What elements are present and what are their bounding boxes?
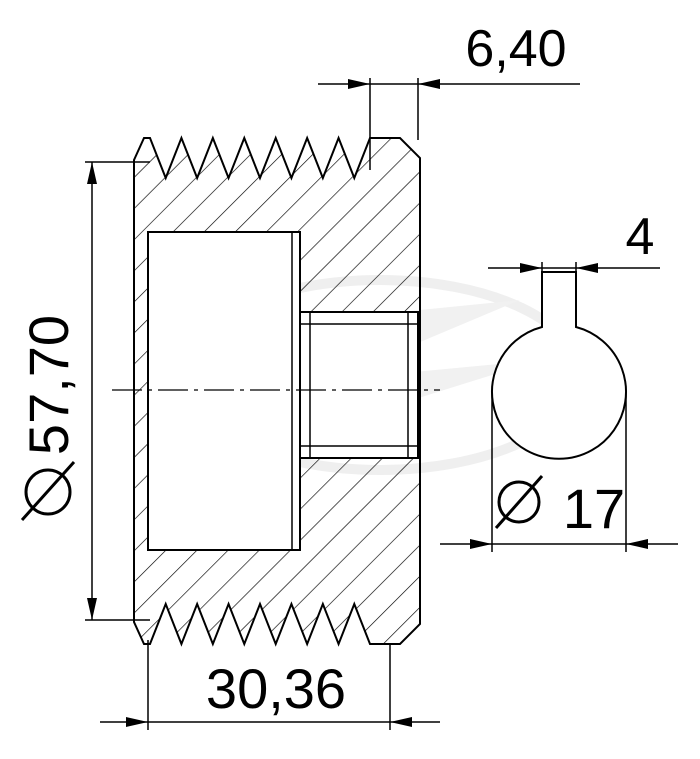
dimension-outer-diameter-label: 57,70 (17, 315, 80, 455)
dimension-groove-width: 6,40 (318, 20, 580, 170)
diameter-symbol-icon (20, 460, 76, 522)
shaft-profile-shape (491, 271, 627, 460)
bore-small (299, 311, 419, 459)
dimension-shaft-diameter: 17 (440, 392, 678, 552)
pulley-outline (133, 135, 421, 647)
dimension-pulley-width: 30,36 (100, 640, 440, 730)
bore-large (147, 231, 301, 551)
dimension-key-width-label: 4 (626, 208, 655, 266)
dimension-key-width: 4 (488, 208, 660, 322)
dimension-shaft-diameter-label: 17 (563, 477, 625, 540)
dimension-groove-width-label: 6,40 (465, 20, 566, 78)
pulley-section (112, 135, 440, 647)
diameter-symbol-icon (494, 475, 544, 529)
shaft-keyed-profile (491, 271, 627, 460)
dimension-outer-diameter: 57,70 (17, 161, 150, 621)
dimension-pulley-width-label: 30,36 (206, 657, 346, 720)
